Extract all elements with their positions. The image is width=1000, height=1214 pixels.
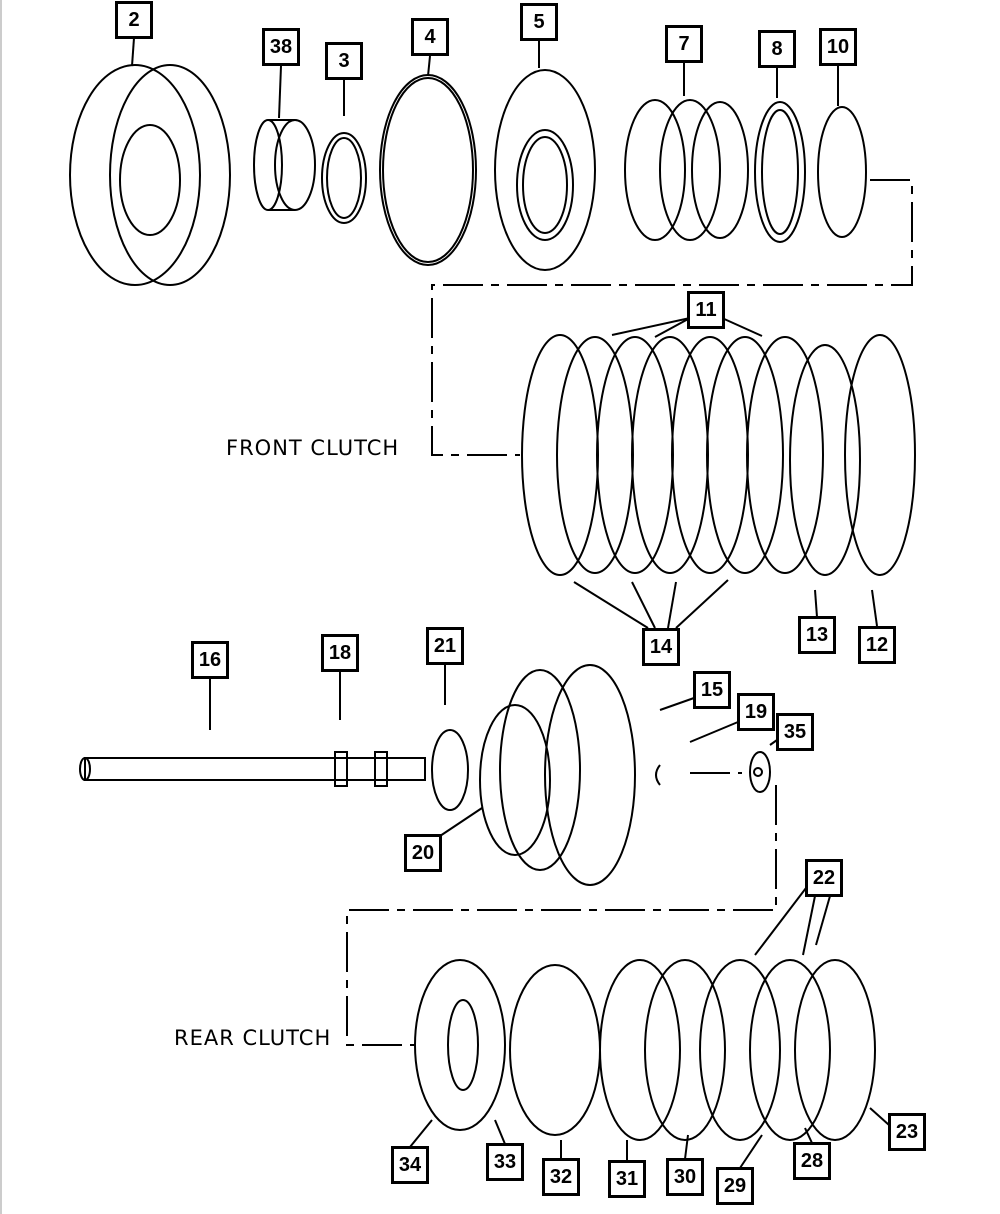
- callout-12: 12: [858, 626, 896, 664]
- callout-34: 34: [391, 1146, 429, 1184]
- front-clutch-caption: FRONT CLUTCH: [226, 436, 400, 460]
- part-7-spring: [624, 99, 749, 241]
- callout-30: 30: [666, 1158, 704, 1196]
- callout-19: 19: [737, 693, 775, 731]
- callout-3: 3: [325, 42, 363, 80]
- callout-29: 29: [716, 1167, 754, 1205]
- part-8-retainer: [754, 101, 806, 243]
- part-19-snap-ring: [655, 764, 661, 786]
- callout-7: 7: [665, 25, 703, 63]
- rear-clutch-caption: REAR CLUTCH: [174, 1026, 332, 1050]
- callout-5: 5: [520, 3, 558, 41]
- callout-18: 18: [321, 634, 359, 672]
- callout-20: 20: [404, 834, 442, 872]
- front-clutch-plates: [521, 334, 916, 576]
- leader-lines: [131, 37, 890, 1169]
- callout-11: 11: [687, 291, 725, 329]
- part-4-seal-ring: [379, 74, 477, 266]
- callout-22: 22: [805, 859, 843, 897]
- callout-2: 2: [115, 1, 153, 39]
- callout-21: 21: [426, 627, 464, 665]
- part-38-bushing: [253, 119, 316, 211]
- callout-4: 4: [411, 18, 449, 56]
- callout-35: 35: [776, 713, 814, 751]
- part-35-thrust-washer: [749, 751, 771, 793]
- callout-13: 13: [798, 616, 836, 654]
- callout-23: 23: [888, 1113, 926, 1151]
- part-21-seal-ring: [431, 729, 469, 811]
- callout-10: 10: [819, 28, 857, 66]
- rear-clutch-parts: [414, 959, 876, 1141]
- part-16-input-shaft: [79, 751, 426, 787]
- part-5-piston: [494, 69, 596, 271]
- callout-8: 8: [758, 30, 796, 68]
- part-2-clutch-retainer: [69, 64, 231, 286]
- callout-15: 15: [693, 671, 731, 709]
- part-10-snap-ring: [817, 106, 867, 238]
- callout-14: 14: [642, 628, 680, 666]
- callout-33: 33: [486, 1143, 524, 1181]
- callout-31: 31: [608, 1160, 646, 1198]
- part-15-rear-clutch-retainer: [479, 664, 636, 886]
- callout-38: 38: [262, 28, 300, 66]
- callout-32: 32: [542, 1158, 580, 1196]
- page-edge: [0, 0, 2, 1214]
- part-3-seal: [321, 132, 367, 224]
- callout-28: 28: [793, 1142, 831, 1180]
- assembly-path-lines: [346, 179, 913, 1046]
- callout-16: 16: [191, 641, 229, 679]
